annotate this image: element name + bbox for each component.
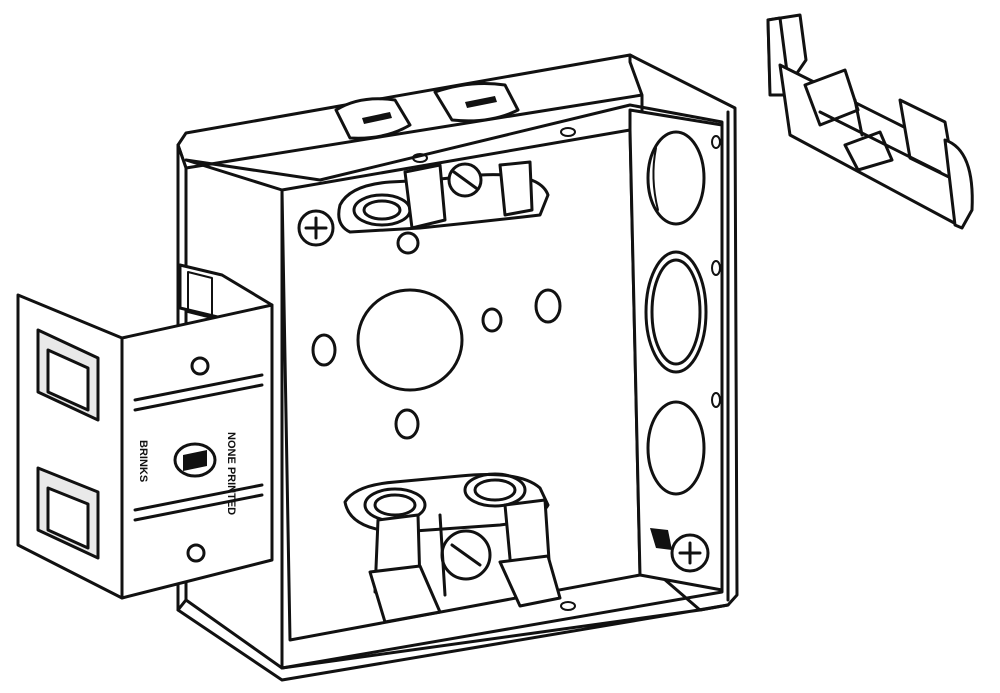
side-knockouts <box>644 130 721 496</box>
bracket-side-flange <box>16 293 124 600</box>
side-knockout-bottom <box>646 400 706 496</box>
bracket-stamp-1: BRINKS <box>137 440 149 482</box>
top-tabs <box>334 82 576 163</box>
bottom-cable-clamp <box>343 472 576 624</box>
back-knockouts <box>311 288 562 440</box>
top-rim-hole <box>560 127 576 137</box>
side-knockout-middle <box>644 250 708 374</box>
side-knockout-top <box>646 130 706 226</box>
ground-screw-top <box>297 209 335 247</box>
top-rim-hole-2 <box>412 153 428 163</box>
top-cable-clamp <box>337 160 550 255</box>
bracket-stamp-2: NONE PRINTED <box>225 432 237 515</box>
box-bottom-rim <box>176 598 730 682</box>
separate-mounting-clip <box>766 13 974 230</box>
center-knockout <box>356 288 464 392</box>
ground-screw-bottom <box>650 528 710 573</box>
left-mounting-bracket: BRINKS NONE PRINTED <box>16 263 274 600</box>
